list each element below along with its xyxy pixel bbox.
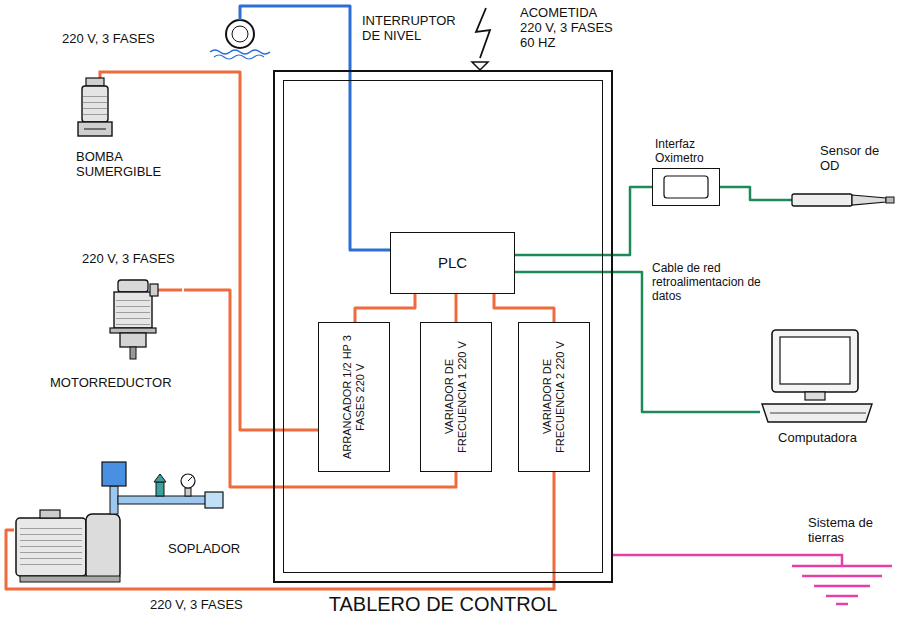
wire <box>515 187 652 255</box>
supply-label: 220 V, 3 FASES <box>150 598 260 613</box>
blower <box>16 462 223 582</box>
ground-label: Sistema de tierras <box>808 516 888 546</box>
gear-motor <box>156 289 182 292</box>
service-entrance <box>472 62 488 70</box>
blower <box>156 482 164 496</box>
gear-motor <box>110 328 156 333</box>
level-switch-device: INTERRUPTOR DE NIVEL <box>226 20 254 48</box>
service-entrance <box>472 8 490 70</box>
device-label: SOPLADOR <box>168 542 250 557</box>
supply-label: 220 V, 3 FASES <box>82 252 192 267</box>
blower <box>40 510 60 518</box>
ground-symbol <box>802 575 882 578</box>
oximeter-interface: Interfaz Oximetro <box>652 168 720 206</box>
pump-device: BOMBA SUMERGIBLE <box>60 66 170 190</box>
plc-box: PLC <box>390 232 515 294</box>
level-switch <box>210 20 270 59</box>
submersible-pump <box>82 92 108 116</box>
computer <box>805 392 825 400</box>
do-probe <box>886 197 894 203</box>
computer <box>772 330 858 392</box>
wire <box>184 290 456 487</box>
blower <box>102 462 126 486</box>
blower-device: SOPLADOR <box>14 470 252 582</box>
submersible-pump <box>82 86 108 122</box>
supply-label: 220 V, 3 FASES <box>62 32 172 47</box>
blower <box>118 496 216 504</box>
blower <box>188 477 192 481</box>
control-panel: TABLERO DE CONTROLPLCARRANCADOR 1/2 HP 3… <box>273 70 613 583</box>
level-switch <box>226 20 254 48</box>
blower <box>154 474 166 482</box>
gear-motor <box>110 280 182 359</box>
device-label: Computadora <box>760 431 875 446</box>
drive-label: VARIADOR DE FRECUENCIA 2 220 V <box>541 333 566 461</box>
do-probe <box>852 195 886 205</box>
gear-motor <box>120 333 146 347</box>
ground-symbol <box>836 603 848 606</box>
ground-symbol <box>814 585 870 588</box>
computer <box>780 337 850 384</box>
do-sensor-device: Sensor de OD <box>778 140 900 210</box>
do-probe <box>778 199 792 202</box>
blower <box>181 474 195 488</box>
device-label: BOMBA SUMERGIBLE <box>76 150 168 180</box>
level-switch <box>210 50 270 54</box>
wire <box>494 294 554 322</box>
drive-label: VARIADOR DE FRECUENCIA 1 220 V <box>443 333 468 461</box>
wire <box>720 187 778 200</box>
ground-symbol <box>613 555 842 566</box>
level-switch <box>214 55 264 59</box>
computer <box>770 413 866 414</box>
submersible-pump <box>84 129 106 130</box>
blower <box>86 514 120 580</box>
submersible-pump <box>78 72 170 136</box>
service-entrance-label: ACOMETIDA 220 V, 3 FASES 60 HZ <box>520 6 620 51</box>
device-label: Interfaz Oximetro <box>655 138 745 166</box>
oximeter-screen <box>664 176 708 198</box>
computer-device: Computadora <box>760 325 877 450</box>
gear-motor <box>150 284 158 296</box>
level-switch <box>232 26 248 42</box>
blower <box>110 486 118 514</box>
network-cable-label: Cable de red retroalimentacion de datos <box>652 262 787 303</box>
ground-symbol <box>613 555 892 604</box>
wire <box>355 294 415 322</box>
panel-title: TABLERO DE CONTROL <box>275 593 611 616</box>
device-label: INTERRUPTOR DE NIVEL <box>362 14 474 44</box>
do-probe <box>792 194 852 206</box>
submersible-pump <box>78 122 112 136</box>
blower <box>20 576 120 582</box>
wire <box>455 294 458 322</box>
wire <box>6 472 554 589</box>
gear-motor <box>130 347 136 359</box>
drive-box: VARIADOR DE FRECUENCIA 1 220 V <box>420 322 492 472</box>
service-entrance <box>476 8 490 58</box>
oximeter-screen <box>664 176 708 198</box>
gear-motor <box>114 292 152 328</box>
blower <box>20 524 82 570</box>
ground-symbol <box>826 595 858 598</box>
blower <box>205 492 223 508</box>
computer <box>762 404 872 422</box>
submersible-pump <box>100 72 170 82</box>
starter-label: ARRANCADOR 1/2 HP 3 FASES 220 V <box>341 333 366 461</box>
starter-box: ARRANCADOR 1/2 HP 3 FASES 220 V <box>318 322 390 472</box>
drive-box: VARIADOR DE FRECUENCIA 2 220 V <box>518 322 590 472</box>
do-probe <box>778 194 894 206</box>
blower <box>185 488 191 496</box>
device-label: MOTORREDUCTOR <box>50 376 182 391</box>
device-label: Sensor de OD <box>820 144 896 174</box>
ground-symbol <box>792 565 892 568</box>
wire <box>170 72 318 430</box>
computer <box>762 330 872 422</box>
submersible-pump <box>86 78 104 86</box>
gear-motor <box>118 280 148 292</box>
gear-motor <box>116 295 150 325</box>
gear-motor-device: MOTORREDUCTOR <box>50 276 184 396</box>
blower <box>16 518 86 576</box>
plc-label: PLC <box>438 254 467 271</box>
